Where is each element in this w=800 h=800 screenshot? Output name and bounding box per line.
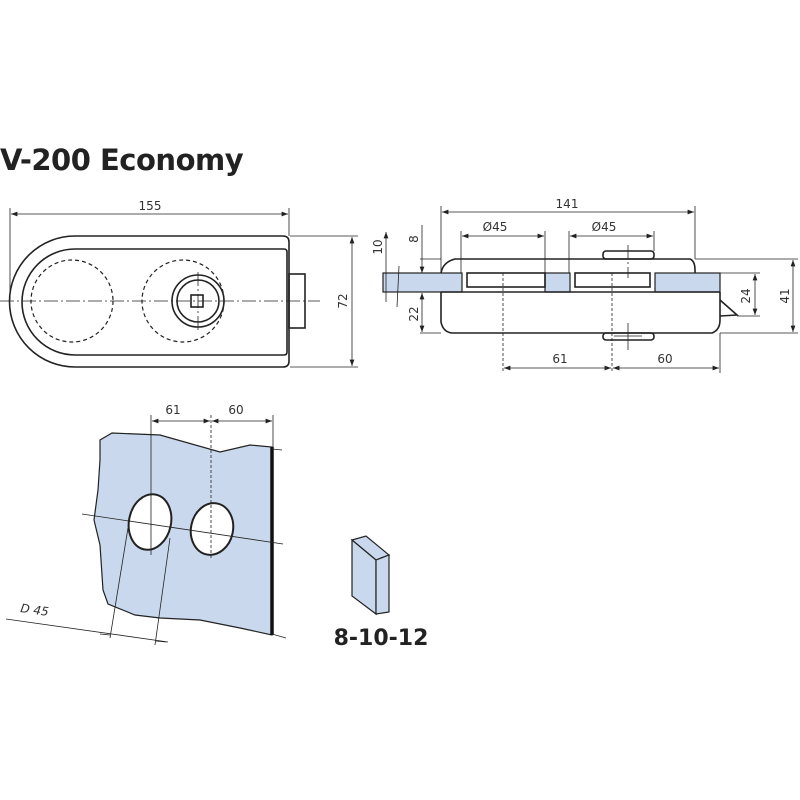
total-height-label: 41	[778, 288, 792, 303]
top-plate	[440, 258, 696, 274]
top-view: 155 72	[0, 199, 358, 368]
hole-2	[189, 502, 235, 556]
glass-block: 8-10-12	[334, 535, 429, 651]
diameter-label: D 45	[20, 601, 50, 619]
glass-thickness-label: 8-10-12	[334, 626, 429, 651]
spacing1-label: 61	[552, 352, 567, 366]
product-title: V-200 Economy	[0, 143, 244, 177]
glass-spacing2-label: 60	[228, 403, 243, 417]
glass-left	[382, 272, 463, 293]
glass-drilling-view: 61 60 D 45	[5, 403, 287, 646]
hole1-label: Ø45	[483, 220, 508, 234]
inner-contour	[21, 248, 288, 356]
top-label: 8	[407, 235, 421, 243]
overall-label: 141	[556, 197, 579, 211]
glass-panel	[93, 432, 273, 636]
hole2-label: Ø45	[592, 220, 617, 234]
outer-contour	[8, 235, 290, 368]
glass-spacing1-label: 61	[165, 403, 180, 417]
bottom-label: 22	[407, 306, 421, 321]
height-label: 72	[336, 293, 350, 308]
glass-middle	[544, 272, 571, 293]
glass-thickness-label: 10	[371, 239, 385, 254]
bottom-body	[440, 292, 721, 334]
spacing2-label: 60	[657, 352, 672, 366]
width-label: 155	[139, 199, 162, 213]
glass-right	[654, 272, 721, 293]
hole-1	[127, 493, 173, 551]
side-view: 141 Ø45 Ø45 10 8 22 61 60 24 41	[371, 197, 798, 373]
inner-height-label: 24	[739, 288, 753, 303]
